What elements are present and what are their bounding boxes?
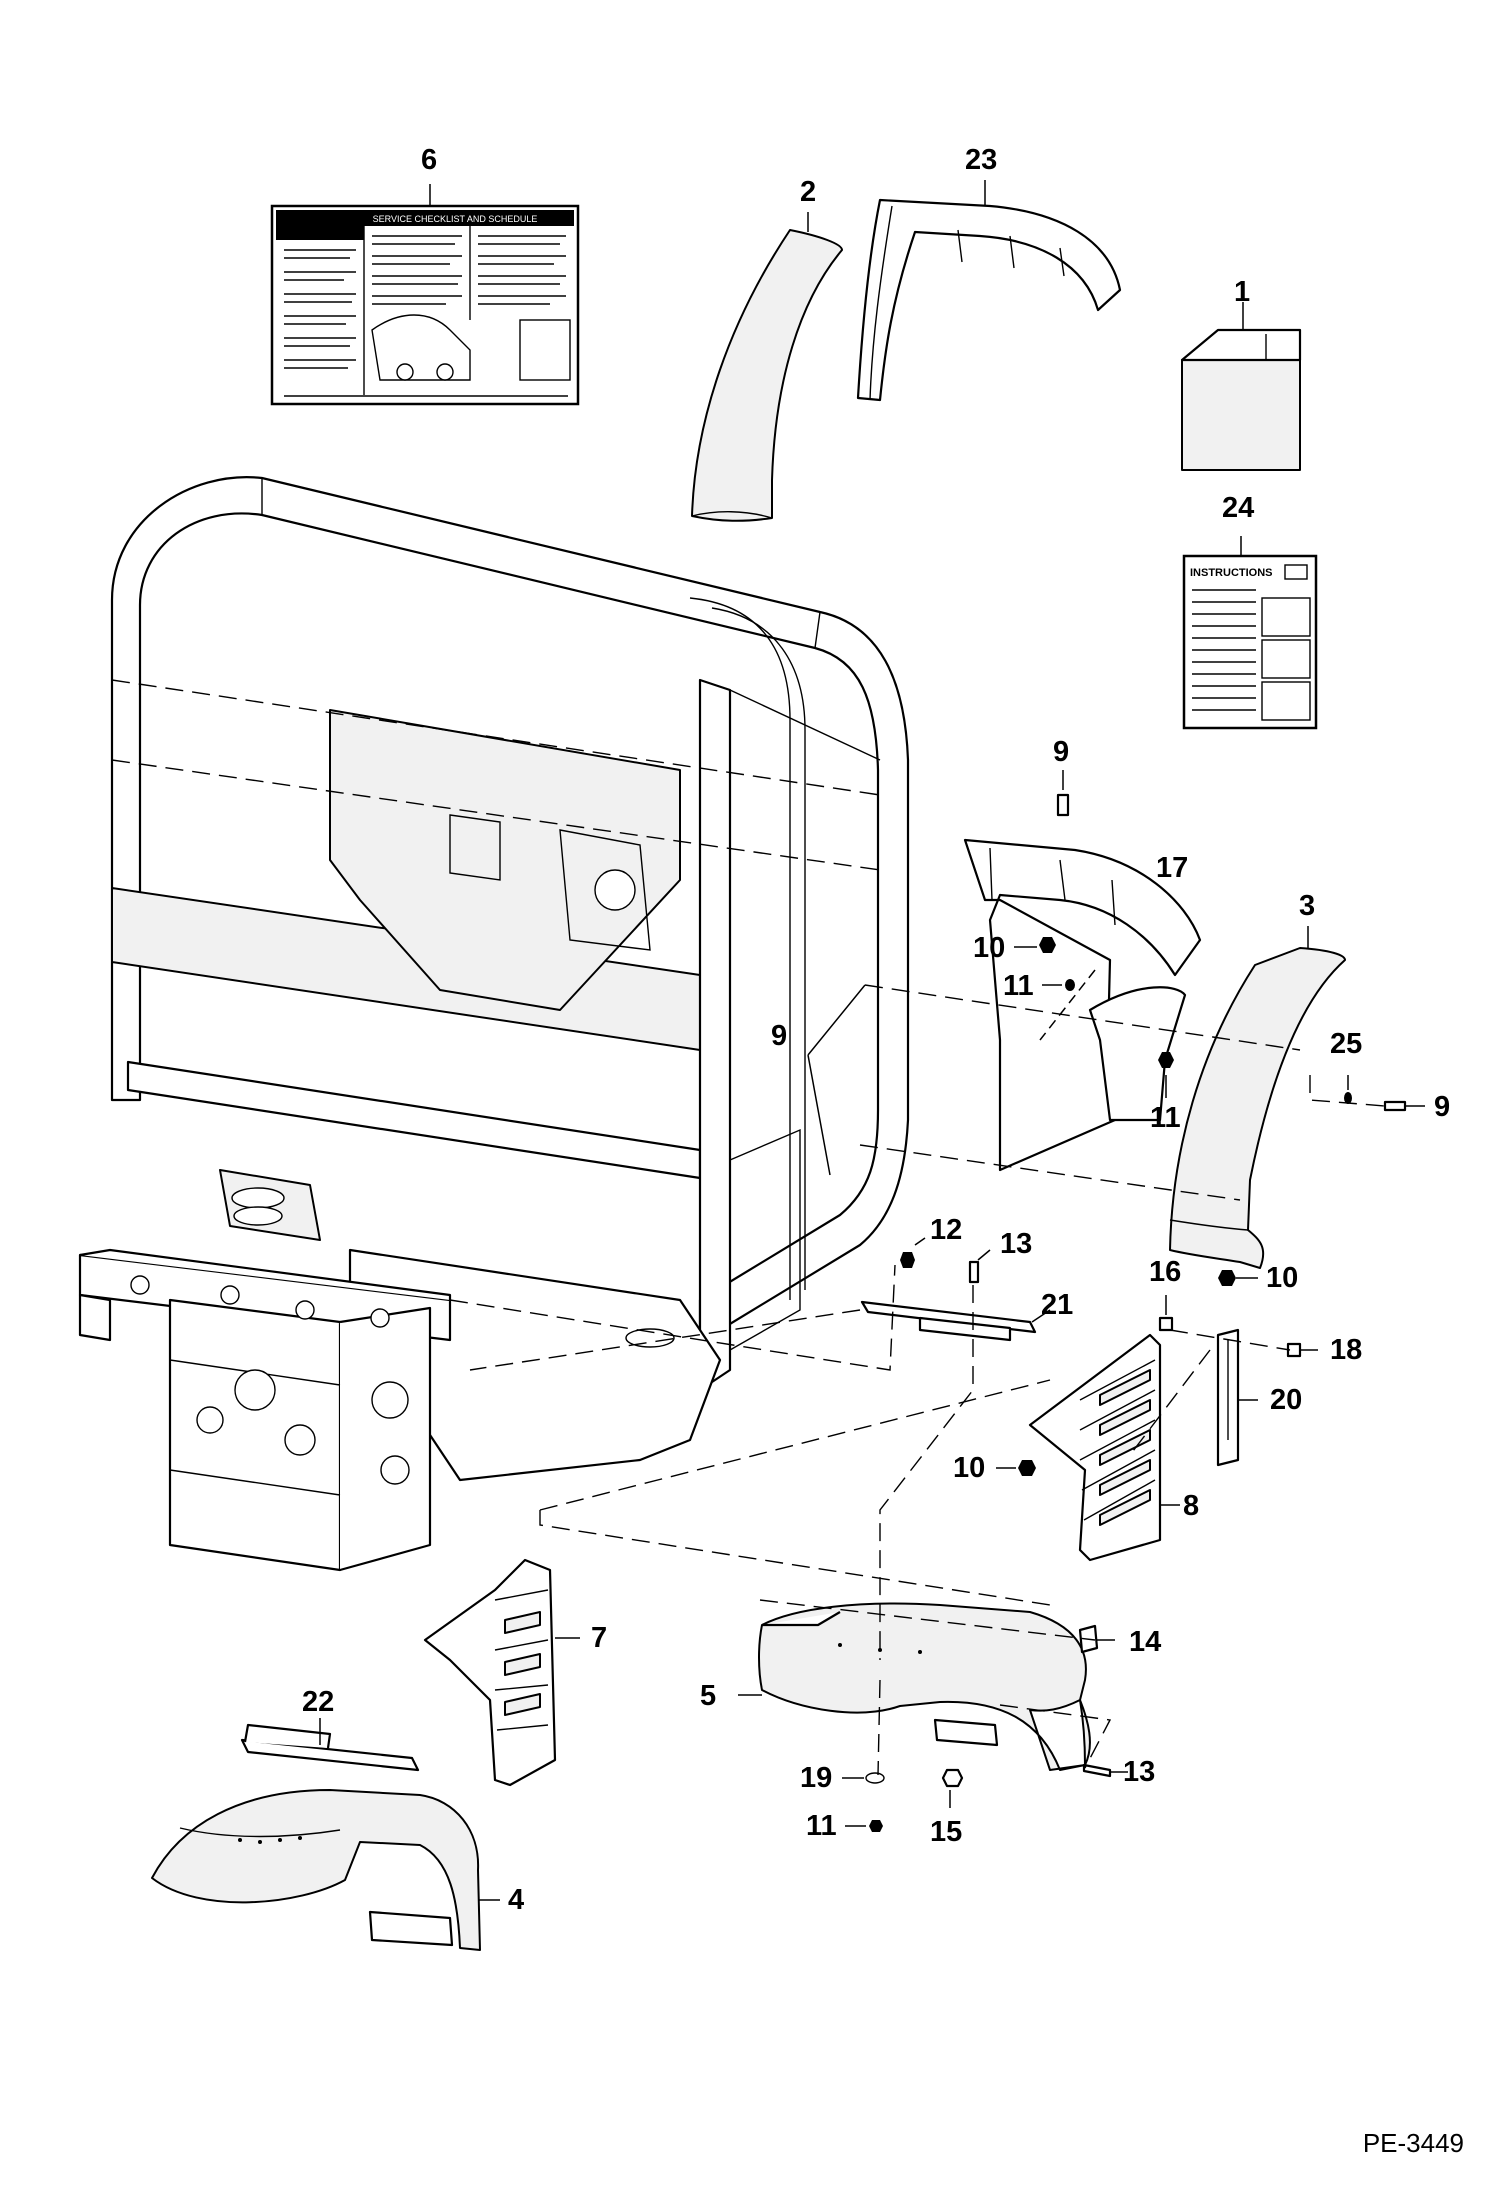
callout-24: 24	[1222, 492, 1255, 524]
part-17-upper-trim	[963, 838, 1202, 1172]
callout-1: 1	[1234, 276, 1251, 308]
part-3-fender-cap	[1169, 926, 1346, 1269]
callout-6: 6	[421, 144, 438, 176]
part-22-strip	[240, 1718, 420, 1772]
document-id: PE-3449	[1362, 2128, 1464, 2158]
callout-20: 20	[1270, 1384, 1303, 1416]
cab-frame	[110, 476, 910, 1482]
part-20-bracket	[1216, 1328, 1258, 1467]
part-23-top-trim	[856, 180, 1122, 402]
callout-9-top: 9	[1053, 736, 1070, 768]
part-6-service-decal: SERVICE CHECKLIST AND SCHEDULE	[270, 184, 580, 406]
callout-15: 15	[930, 1816, 963, 1848]
decal-heading: SERVICE CHECKLIST AND SCHEDULE	[373, 214, 538, 224]
callout-23: 23	[965, 144, 998, 176]
part-5-right-fender	[738, 1602, 1091, 1771]
callout-19: 19	[800, 1762, 833, 1794]
loader-tower	[78, 1248, 452, 1572]
part-8-grille	[1028, 1333, 1180, 1562]
callout-16: 16	[1149, 1256, 1182, 1288]
callout-10-upper: 10	[973, 932, 1006, 964]
part-7-side-grille	[423, 1558, 580, 1787]
part-2-canopy-cap	[691, 212, 843, 522]
part-1-box	[1180, 302, 1302, 471]
callout-3: 3	[1299, 890, 1316, 922]
callout-4: 4	[508, 1884, 525, 1916]
callout-25: 25	[1330, 1028, 1363, 1060]
instructions-label: INSTRUCTIONS	[1190, 567, 1273, 579]
callout-7: 7	[591, 1622, 608, 1654]
part-4-left-fender	[151, 1789, 500, 1951]
callout-10-grille: 10	[953, 1452, 986, 1484]
callout-9-mid: 9	[771, 1020, 788, 1052]
callout-21: 21	[1041, 1289, 1074, 1321]
callout-2: 2	[800, 176, 817, 208]
callout-13-lower: 13	[1123, 1756, 1156, 1788]
hardware	[807, 770, 1425, 1832]
callout-12: 12	[930, 1214, 963, 1246]
callout-11-lower: 11	[1150, 1102, 1181, 1134]
callout-5: 5	[700, 1680, 717, 1712]
part-21-strip	[860, 1300, 1051, 1342]
callout-22: 22	[302, 1686, 335, 1718]
part-24-instructions: INSTRUCTIONS	[1182, 536, 1318, 730]
callout-13-top: 13	[1000, 1228, 1033, 1260]
callout-18: 18	[1330, 1334, 1363, 1366]
assembly-phantom-lines	[449, 984, 1386, 1776]
callout-17: 17	[1156, 852, 1189, 884]
callout-9-right: 9	[1434, 1091, 1451, 1123]
callout-8: 8	[1183, 1490, 1200, 1522]
callout-11-bottom: 11	[806, 1810, 837, 1842]
callout-10-right: 10	[1266, 1262, 1299, 1294]
callout-14: 14	[1129, 1626, 1162, 1658]
callout-11-upper: 11	[1003, 970, 1034, 1002]
